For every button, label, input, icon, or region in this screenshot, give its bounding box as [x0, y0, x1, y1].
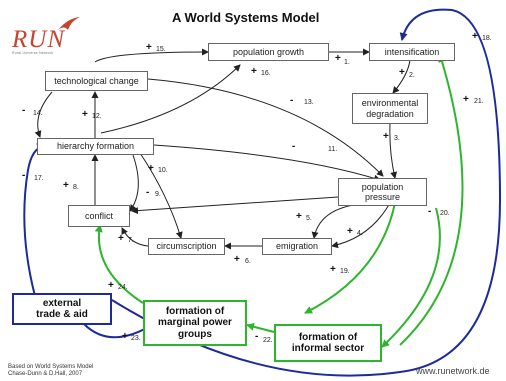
node-conflict: conflict: [68, 205, 130, 227]
link-sign-8: +: [63, 180, 69, 191]
arrow-19: [304, 202, 396, 314]
arrow-16: [100, 64, 241, 134]
link-label-7: 7.: [128, 237, 134, 244]
link-sign-13: -: [290, 95, 294, 106]
link-sign-9: -: [146, 187, 150, 198]
link-sign-3: +: [383, 131, 389, 142]
arrow-20: [381, 207, 441, 348]
link-label-18: 18.: [482, 35, 492, 42]
link-sign-19: +: [330, 264, 336, 275]
link-sign-6: +: [234, 254, 240, 265]
arrow-10: [139, 152, 183, 239]
node-technological-change: technological change: [45, 71, 148, 91]
link-label-10: 10.: [158, 167, 168, 174]
link-label-19: 19.: [340, 268, 350, 275]
arrow-13: [147, 78, 384, 177]
link-sign-12: +: [82, 109, 88, 120]
arrow-18: [111, 8, 502, 377]
link-label-6: 6.: [245, 258, 251, 265]
node-informal-sector: formation of informal sector: [274, 324, 382, 362]
link-sign-11: -: [292, 141, 296, 152]
diagram-title: A World Systems Model: [172, 10, 320, 25]
website-link[interactable]: www.runetwork.de: [416, 366, 490, 376]
link-sign-20: -: [428, 206, 432, 217]
link-label-21: 21.: [474, 98, 484, 105]
bird-icon: [58, 17, 80, 30]
link-sign-18: +: [472, 31, 478, 42]
arrow-24: [94, 224, 144, 304]
arrow-11: [153, 144, 381, 182]
node-emigration: emigration: [262, 238, 332, 255]
link-sign-14: -: [22, 105, 26, 116]
link-sign-16: +: [251, 66, 257, 77]
logo-subtitle: Rural Universe Network: [12, 51, 54, 55]
arrow-23: [83, 323, 153, 339]
link-label-16: 16.: [261, 70, 271, 77]
arrow-22: [246, 322, 275, 333]
credit-line-1: Based on World Systems Model: [8, 364, 94, 370]
link-label-1: 1.: [344, 59, 350, 66]
link-sign-22: -: [255, 331, 259, 342]
link-label-4: 4.: [357, 230, 363, 237]
node-hierarchy-formation: hierarchy formation: [37, 138, 154, 155]
credit-line-2: Chase-Dunn & D.Hall, 2007: [8, 371, 83, 378]
node-environmental-degradation: environmental degradation: [352, 93, 428, 124]
arrow-4: [331, 202, 391, 249]
arrow-pressure-conflict: [131, 196, 339, 215]
link-label-2: 2.: [409, 72, 415, 79]
arrow-14: [34, 91, 53, 138]
link-label-11: 11.: [328, 146, 338, 153]
link-sign-23: +: [122, 331, 128, 342]
link-label-24: 24.: [118, 284, 128, 291]
link-label-8: 8.: [73, 184, 79, 191]
node-external-trade: external trade & aid: [12, 293, 112, 325]
arrow-3: [389, 123, 398, 179]
link-sign-15: +: [146, 42, 152, 53]
node-population-pressure: population pressure: [338, 178, 427, 206]
link-sign-21: +: [463, 94, 469, 105]
arrow-7: [121, 227, 149, 247]
link-sign-1: +: [335, 53, 341, 64]
link-label-17: 17.: [34, 175, 44, 182]
source-credit: Based on World Systems Model Chase-Dunn …: [8, 364, 93, 378]
arrow-17: [23, 143, 45, 297]
link-label-14: 14.: [33, 110, 43, 117]
link-sign-4: +: [347, 226, 353, 237]
node-intensification: intensification: [369, 43, 455, 61]
logo-text: RUN: [12, 26, 65, 53]
arrow-9: [129, 154, 139, 212]
link-sign-17: -: [22, 170, 26, 181]
link-label-23: 23.: [131, 335, 141, 342]
link-label-5: 5.: [306, 215, 312, 222]
node-marginal-power-groups: formation of marginal power groups: [143, 300, 247, 346]
link-sign-2: +: [399, 67, 405, 78]
link-sign-7: +: [118, 233, 124, 244]
link-label-15: 15.: [156, 46, 166, 53]
link-label-9: 9.: [155, 191, 161, 198]
link-sign-10: +: [148, 163, 154, 174]
arrow-21: [399, 54, 464, 346]
link-sign-24: +: [108, 280, 114, 291]
link-sign-5: +: [296, 211, 302, 222]
link-label-12: 12.: [92, 113, 102, 120]
link-label-13: 13.: [304, 99, 314, 106]
node-circumscription: circumscription: [148, 238, 225, 255]
link-label-3: 3.: [394, 135, 400, 142]
run-logo: RUN Rural Universe Network: [12, 17, 80, 55]
arrow-2: [392, 59, 411, 94]
link-label-22: 22.: [263, 337, 273, 344]
arrow-15: [94, 48, 209, 63]
node-population-growth: population growth: [208, 43, 329, 61]
link-label-20: 20.: [440, 210, 450, 217]
